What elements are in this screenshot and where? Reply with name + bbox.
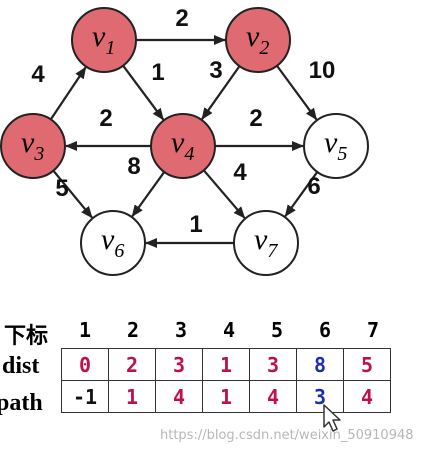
path-cell: 4 (155, 380, 203, 413)
edge-v4-v6 (131, 171, 166, 218)
node-v4 (150, 113, 216, 179)
edge-v2-v5 (276, 65, 318, 121)
edge-weight-v3-v6: 5 (55, 175, 68, 202)
edge-weight-v4-v3: 2 (99, 105, 112, 132)
path-cell: 3 (296, 380, 344, 413)
index-cell: 2 (126, 318, 140, 342)
path-cell: 4 (343, 380, 391, 413)
dist-path-grid: 0 2 3 1 3 8 5 -1 1 4 1 4 3 4 (61, 348, 391, 413)
dist-cell: 3 (249, 348, 297, 381)
dist-cell: 0 (61, 348, 109, 381)
dist-row-label: dist (2, 353, 40, 379)
edge-v3-v1 (49, 66, 87, 121)
edge-weight-v1-v4: 1 (151, 59, 164, 86)
edge-weight-v7-v6: 1 (189, 211, 202, 238)
path-cell: 4 (249, 380, 297, 413)
edge-v1-v4 (122, 65, 165, 121)
index-cell: 4 (222, 318, 236, 342)
index-row: 下标 1 2 3 4 5 6 7 (0, 318, 442, 349)
edge-weight-v1-v2: 2 (175, 5, 188, 32)
edge-weight-v4-v7: 4 (233, 159, 247, 186)
dist-cell: 5 (343, 348, 391, 381)
edge-weight-v4-v5: 2 (249, 105, 262, 132)
mouse-pointer-icon (323, 404, 341, 432)
dist-row: 0 2 3 1 3 8 5 (61, 348, 391, 381)
dist-cell: 1 (202, 348, 250, 381)
node-v6 (80, 210, 146, 276)
edge-v4-v7 (202, 169, 246, 219)
edge-weight-v3-v1: 4 (31, 61, 45, 88)
dist-cell: 8 (296, 348, 344, 381)
edge-weight-v5-v7: 6 (307, 173, 320, 200)
edge-weight-v2-v5: 10 (309, 57, 336, 84)
edge-weight-v4-v6: 8 (127, 153, 140, 180)
node-v1 (71, 7, 137, 73)
edge-v3-v6 (52, 169, 93, 219)
index-cell: 7 (366, 318, 380, 342)
dist-cell: 3 (155, 348, 203, 381)
edge-v5-v7 (284, 171, 319, 218)
path-cell: 1 (202, 380, 250, 413)
index-cell: 6 (318, 318, 332, 342)
index-cell: 3 (174, 318, 188, 342)
edge-v2-v4 (201, 65, 241, 120)
node-v7 (233, 210, 299, 276)
node-v3 (0, 113, 66, 179)
index-cell: 1 (78, 318, 92, 342)
path-row-label: path (0, 390, 43, 416)
watermark: https://blog.csdn.net/weixin_50910948 (160, 428, 414, 443)
path-row: -1 1 4 1 4 3 4 (61, 380, 391, 413)
node-v5 (303, 113, 369, 179)
node-v2 (225, 7, 291, 73)
path-cell: 1 (108, 380, 156, 413)
dist-cell: 2 (108, 348, 156, 381)
edge-weight-v2-v4: 3 (209, 57, 222, 84)
path-cell: -1 (61, 380, 109, 413)
index-row-label: 下标 (4, 324, 49, 349)
index-cell: 5 (270, 318, 284, 342)
